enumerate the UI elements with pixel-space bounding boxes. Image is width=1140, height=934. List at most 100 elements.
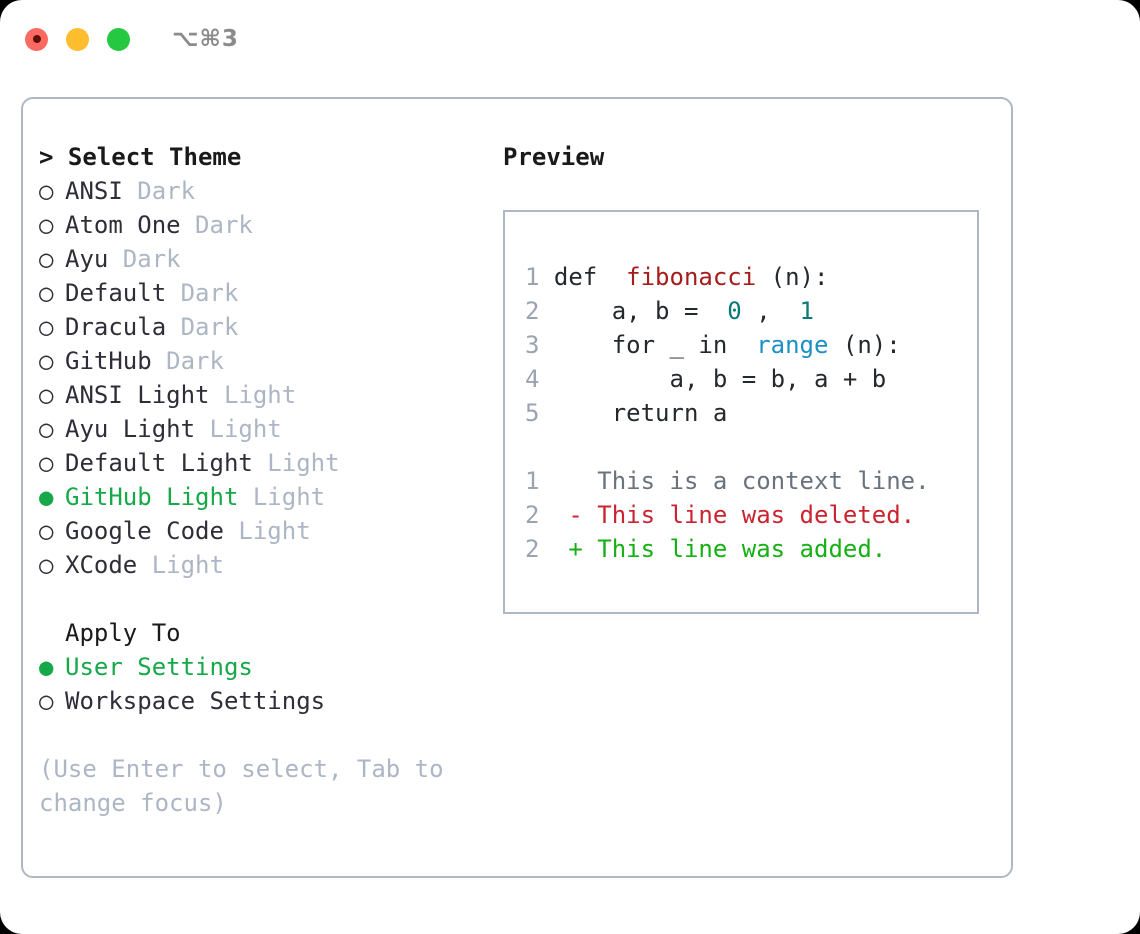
radio-unselected-icon: ○: [39, 381, 54, 409]
keyboard-shortcut-label: ⌥⌘3: [172, 26, 239, 52]
theme-option-label: GitHub: [65, 347, 152, 375]
recording-indicator-icon: [32, 35, 41, 43]
code-token: for _ in: [539, 331, 742, 359]
theme-variant-tag: Dark: [180, 211, 253, 239]
theme-list: ○ANSI Dark○Atom One Dark○Ayu Dark○Defaul…: [39, 174, 479, 582]
theme-variant-tag: Light: [137, 551, 224, 579]
radio-unselected-icon: ○: [39, 177, 54, 205]
theme-selector-column: > Select Theme ○ANSI Dark○Atom One Dark○…: [39, 140, 479, 820]
theme-option-ayu-light[interactable]: ○ Ayu Light Light: [39, 412, 479, 446]
theme-option-label: XCode: [65, 551, 138, 579]
code-token: a, b = b, a + b: [539, 365, 887, 393]
apply-to-option-label: User Settings: [65, 653, 253, 681]
code-token: (n):: [756, 263, 829, 291]
maximize-button-icon[interactable]: [107, 27, 130, 51]
apply-to-list: ●User Settings ○ Workspace Settings: [39, 650, 479, 718]
code-line: 1 This is a context line.: [525, 464, 930, 498]
code-line: 3 for _ in range (n):: [525, 328, 930, 362]
preview-title: Preview: [503, 143, 605, 171]
code-token: return a: [539, 399, 728, 427]
theme-variant-tag: Light: [209, 381, 297, 409]
apply-to-option-user-settings[interactable]: ●User Settings: [39, 650, 479, 684]
code-line: 2 a, b = 0 , 1: [525, 294, 930, 328]
code-line: 4 a, b = b, a + b: [525, 362, 930, 396]
radio-unselected-icon: ○: [39, 415, 54, 443]
theme-variant-tag: Dark: [151, 347, 224, 375]
radio-unselected-icon: ○: [39, 279, 54, 307]
theme-option-ansi[interactable]: ○ ANSI Dark: [39, 174, 479, 208]
theme-option-ansi-light[interactable]: ○ ANSI Light Light: [39, 378, 479, 412]
theme-option-label: Dracula: [65, 313, 167, 341]
theme-option-github-light[interactable]: ● GitHub Light Light: [39, 480, 479, 514]
theme-option-label: ANSI Light: [65, 381, 210, 409]
theme-variant-tag: Dark: [108, 245, 181, 273]
theme-variant-tag: Light: [252, 449, 340, 477]
theme-option-github[interactable]: ○ GitHub Dark: [39, 344, 479, 378]
code-token: fibonacci: [611, 263, 757, 291]
theme-option-label: Atom One: [65, 211, 181, 239]
code-line: 2 - This line was deleted.: [525, 498, 930, 532]
theme-option-dracula[interactable]: ○ Dracula Dark: [39, 310, 479, 344]
code-token: a, b =: [539, 297, 713, 325]
apply-to-option-workspace-settings[interactable]: ○ Workspace Settings: [39, 684, 479, 718]
code-line: 1 def fibonacci (n):: [525, 260, 930, 294]
radio-unselected-icon: ○: [39, 551, 54, 579]
theme-option-ayu[interactable]: ○Ayu Dark: [39, 242, 479, 276]
theme-option-label: ANSI: [65, 177, 123, 205]
code-token: range: [741, 331, 829, 359]
theme-option-default[interactable]: ○ Default Dark: [39, 276, 479, 310]
window-controls: [25, 27, 130, 51]
theme-option-label: Google Code: [65, 517, 224, 545]
code-line: [525, 430, 930, 464]
theme-option-atom-one[interactable]: ○ Atom One Dark: [39, 208, 479, 242]
theme-option-google-code[interactable]: ○ Google Code Light: [39, 514, 479, 548]
line-number: 2: [525, 535, 540, 563]
theme-option-label: Ayu: [65, 245, 109, 273]
radio-unselected-icon: ○: [39, 449, 54, 477]
code-token: 1: [785, 297, 815, 325]
theme-variant-tag: Dark: [166, 279, 239, 307]
radio-unselected-icon: ○: [39, 211, 54, 239]
theme-option-label: Default: [65, 279, 167, 307]
line-number: 5: [525, 399, 540, 427]
theme-option-label: Ayu Light: [65, 415, 196, 443]
theme-option-label: GitHub Light: [65, 483, 239, 511]
code-line: 2 + This line was added.: [525, 532, 930, 566]
radio-unselected-icon: ○: [39, 517, 54, 545]
code-line: 5 return a: [525, 396, 930, 430]
radio-unselected-icon: ○: [39, 687, 54, 715]
theme-variant-tag: Light: [195, 415, 282, 443]
radio-unselected-icon: ○: [39, 347, 54, 375]
code-token: - This line was deleted.: [539, 501, 916, 529]
help-text: (Use Enter to select, Tab to change focu…: [39, 755, 459, 817]
apply-to-option-label: Workspace Settings: [65, 687, 326, 715]
code-token: (n):: [828, 331, 901, 359]
code-token: ,: [741, 297, 786, 325]
code-token: def: [539, 263, 612, 291]
content-panel: > Select Theme ○ANSI Dark○Atom One Dark○…: [21, 97, 1013, 878]
title-bar: ⌥⌘3: [0, 0, 1140, 78]
preview-column: Preview 1 def fibonacci (n):2 a, b = 0 ,…: [503, 140, 993, 614]
radio-unselected-icon: ○: [39, 313, 54, 341]
theme-variant-tag: Light: [223, 517, 311, 545]
close-button-icon[interactable]: [25, 27, 48, 51]
radio-selected-icon: ●: [39, 483, 54, 511]
theme-variant-tag: Light: [238, 483, 326, 511]
line-number: 2: [525, 297, 540, 325]
theme-variant-tag: Dark: [122, 177, 196, 205]
theme-option-label: Default Light: [65, 449, 253, 477]
code-token: 0: [712, 297, 742, 325]
line-number: 4: [525, 365, 540, 393]
apply-to-header: Apply To: [65, 619, 181, 647]
minimize-button-icon[interactable]: [66, 27, 89, 51]
line-number: 2: [525, 501, 540, 529]
select-theme-header: > Select Theme: [39, 143, 242, 171]
line-number: 1: [525, 263, 540, 291]
theme-option-default-light[interactable]: ○ Default Light Light: [39, 446, 479, 480]
code-token: This is a context line.: [539, 467, 930, 495]
theme-option-xcode[interactable]: ○ XCode Light: [39, 548, 479, 582]
theme-variant-tag: Dark: [166, 313, 239, 341]
